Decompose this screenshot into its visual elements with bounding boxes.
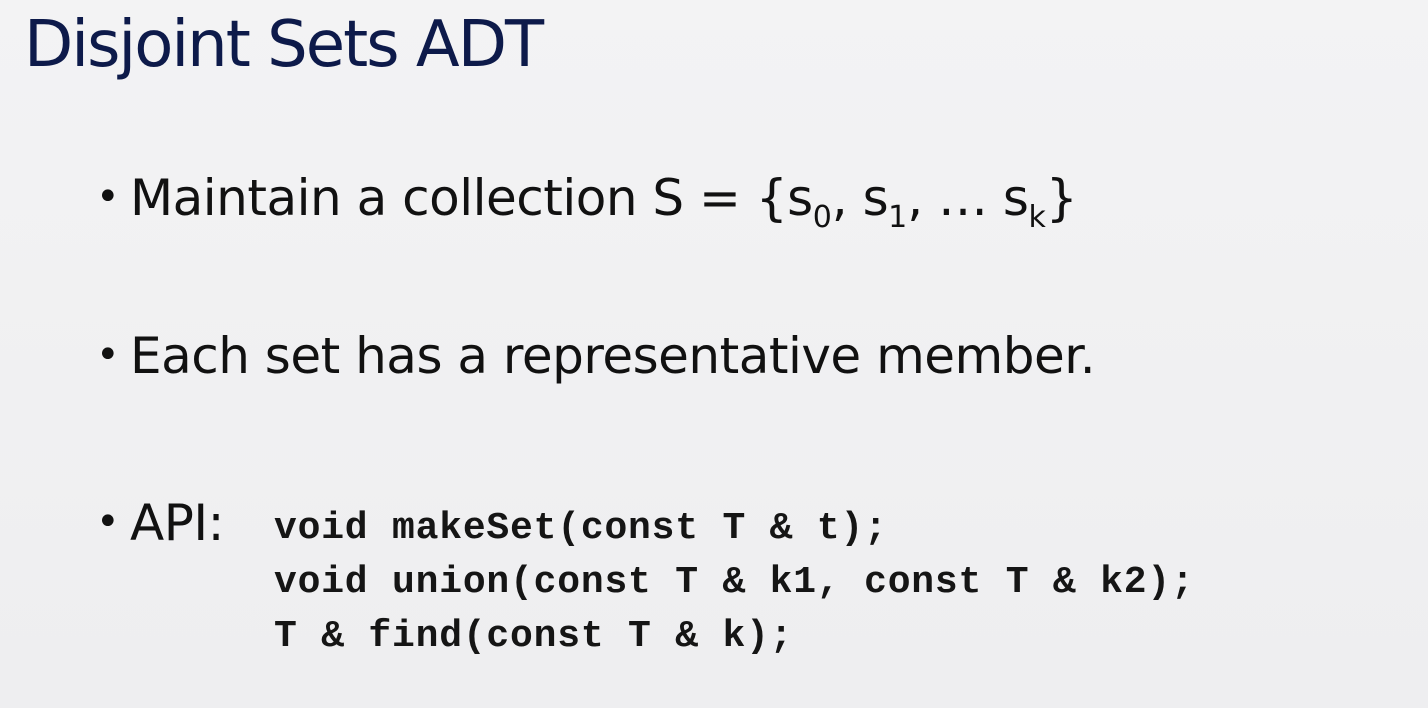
- code-line-find: T & find(const T & k);: [274, 615, 794, 658]
- subscript-0: 0: [812, 200, 832, 235]
- api-code-block: void makeSet(const T & t); void union(co…: [274, 502, 1195, 664]
- bullet-api: • API: void makeSet(const T & t); void u…: [96, 498, 1195, 660]
- subscript-1: 1: [888, 200, 908, 235]
- bullet-text: Maintain a collection S = {s0, s1, … sk}: [130, 173, 1078, 233]
- code-line-union: void union(const T & k1, const T & k2);: [274, 561, 1195, 604]
- slide-title: Disjoint Sets ADT: [24, 8, 544, 82]
- api-label: API:: [130, 494, 224, 552]
- collection-mid-1: , s: [831, 169, 889, 227]
- bullet-dot-icon: •: [96, 332, 120, 378]
- bullet-representative: • Each set has a representative member.: [96, 327, 1096, 385]
- code-line-makeset: void makeSet(const T & t);: [274, 507, 888, 550]
- collection-suffix: }: [1045, 169, 1078, 227]
- bullet-collection: • Maintain a collection S = {s0, s1, … s…: [96, 173, 1078, 233]
- bullet-dot-icon: •: [96, 174, 120, 220]
- collection-prefix: Maintain a collection S = {s: [130, 169, 813, 227]
- collection-mid-2: , … s: [907, 169, 1029, 227]
- bullet-text: Each set has a representative member.: [130, 327, 1096, 385]
- subscript-k: k: [1028, 200, 1046, 235]
- bullet-dot-icon: •: [96, 499, 120, 545]
